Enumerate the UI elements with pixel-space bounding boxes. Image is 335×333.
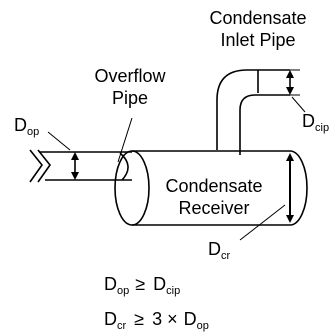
d-op-label: Dop [14,115,39,138]
eq1-lhs-base: D [104,274,117,294]
receiver-right-end [289,150,308,226]
d-cr-base: D [208,239,221,259]
inlet-pipe [216,69,306,155]
eq1-rhs-base: D [153,274,166,294]
receiver [114,150,308,241]
eq1-rhs-sub: cip [166,285,180,297]
d-cr-leader [239,204,286,241]
d-cip-base: D [302,111,315,131]
overflow-label-leader [117,117,133,163]
d-cip-sub: cip [315,122,329,134]
eq2-coefficient: 3 × [152,309,178,329]
equation-2: Dcr ≥3 × Dop [104,309,209,332]
eq2-operator: ≥ [134,309,144,329]
d-cip-label: Dcip [302,111,329,134]
overflow-pipe-end [119,152,129,181]
d-cr-label: Dcr [208,239,231,262]
eq2-lhs-base: D [104,309,117,329]
inlet-pipe-outer-wall [216,69,290,150]
equation-1: Dop ≥ Dcip [104,274,180,297]
eq1-operator: ≥ [135,274,145,294]
overflow-pipe [29,117,133,183]
inlet-pipe-inner-wall [239,94,290,155]
overflow-label-line1: Overflow [94,66,166,86]
d-op-leader [47,131,71,151]
inlet-label-line2: Inlet Pipe [220,30,295,50]
d-op-base: D [14,115,27,135]
eq1-lhs-sub: op [117,285,129,297]
d-cip-leader [291,96,306,113]
receiver-left-end [114,150,150,226]
eq2-rhs-base: D [184,309,197,329]
d-op-sub: op [27,126,39,138]
overflow-label-line2: Pipe [112,88,148,108]
pipe-break-symbol [29,149,52,183]
inlet-label-line1: Condensate [209,8,306,28]
eq2-lhs-sub: cr [117,320,127,332]
receiver-label-line2: Receiver [178,198,249,218]
receiver-label-line1: Condensate [165,176,262,196]
eq2-rhs-sub: op [197,320,209,332]
d-cr-sub: cr [221,250,231,262]
